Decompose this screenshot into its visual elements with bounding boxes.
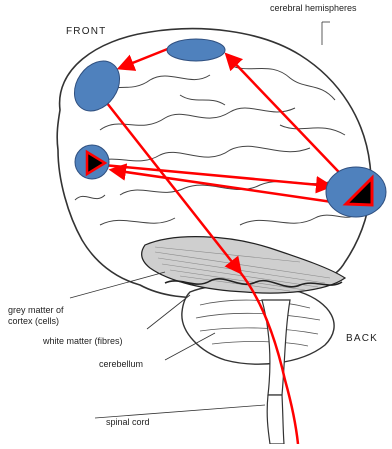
grey-matter-label: grey matter of [8,306,64,315]
spinal-cord-shape [267,395,284,444]
white-matter-label: white matter (fibres) [43,337,123,346]
back-label: BACK [346,334,378,344]
front-label: FRONT [66,27,106,37]
cerebral-hemispheres-label: cerebral hemispheres [270,4,357,13]
cerebellum-label: cerebellum [99,360,143,369]
grey-matter-label-line2: cortex (cells) [8,317,59,326]
spinal-cord-label: spinal cord [106,418,150,427]
node-top [167,39,225,61]
cerebellum-shape [182,285,334,365]
